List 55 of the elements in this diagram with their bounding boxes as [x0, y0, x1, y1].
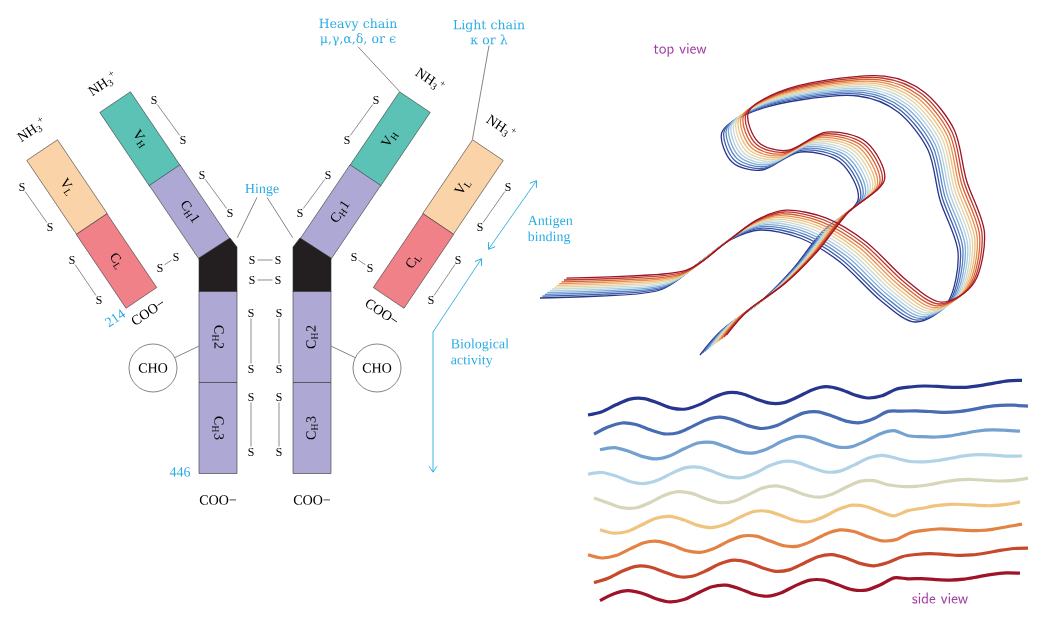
sulfur-label: S	[248, 392, 254, 401]
sulfur-label: S	[69, 255, 75, 264]
residue-number: 214	[104, 309, 126, 328]
sulfur-label: S	[275, 255, 281, 264]
hinge-block	[292, 237, 332, 293]
sulfur-label: S	[325, 170, 331, 179]
domain-box: C$_{H}$2	[292, 291, 332, 383]
range-label: Biological activity	[451, 338, 509, 368]
chain-end-label: COO−	[199, 495, 237, 505]
domain-box: C$_{H}$3	[198, 382, 238, 474]
sulfur-label: S	[199, 170, 205, 179]
range-label: Antigen binding	[527, 215, 573, 245]
leader-line	[236, 197, 258, 239]
sulfur-label: S	[96, 295, 102, 304]
sulfur-label: S	[344, 135, 350, 144]
sulfur-label: S	[428, 295, 434, 304]
sulfur-label: S	[477, 222, 483, 231]
view-label: top view	[653, 43, 707, 57]
sulfur-label: S	[180, 135, 186, 144]
sulfur-label: S	[276, 447, 282, 456]
domain-box: C$_{H}$2	[198, 291, 238, 383]
hinge-block	[198, 237, 238, 293]
sulfur-label: S	[47, 222, 53, 231]
sulfur-label: S	[173, 252, 179, 261]
sulfur-label: S	[276, 308, 282, 317]
sulfur-label: S	[248, 308, 254, 317]
residue-number: 446	[169, 467, 191, 477]
sulfur-label: S	[367, 263, 373, 272]
sulfur-label: S	[248, 447, 254, 456]
chain-end-label: NH$_{3}$+	[485, 114, 516, 137]
sulfur-label: S	[455, 255, 461, 264]
leader-line	[174, 345, 199, 358]
chain-end-label: NH$_{3}$+	[414, 67, 445, 90]
domain-box: C$_{H}$3	[292, 382, 332, 474]
sulfur-label: S	[151, 95, 157, 104]
chain-end-label: COO−	[293, 495, 331, 505]
leader-label: Hinge	[245, 183, 279, 197]
sulfur-label: S	[275, 275, 281, 284]
sulfur-label: S	[351, 252, 357, 261]
sulfur-label: S	[227, 208, 233, 217]
leader-label: Heavy chain μ,γ,α,δ, or ϵ	[319, 18, 397, 46]
leader-line	[331, 345, 356, 358]
leader-line	[266, 197, 294, 239]
leader-line	[357, 46, 400, 92]
view-label: side view	[912, 592, 968, 604]
sulfur-label: S	[297, 208, 303, 217]
sulfur-label: S	[157, 263, 163, 272]
sulfur-label: S	[373, 95, 379, 104]
sulfur-label: S	[249, 255, 255, 264]
sulfur-label: S	[276, 392, 282, 401]
sulfur-label: S	[249, 275, 255, 284]
sulfur-label: S	[276, 364, 282, 373]
sulfur-label: S	[248, 364, 254, 373]
leader-label: Light chain κ or λ	[453, 19, 525, 45]
leader-line	[472, 45, 490, 140]
